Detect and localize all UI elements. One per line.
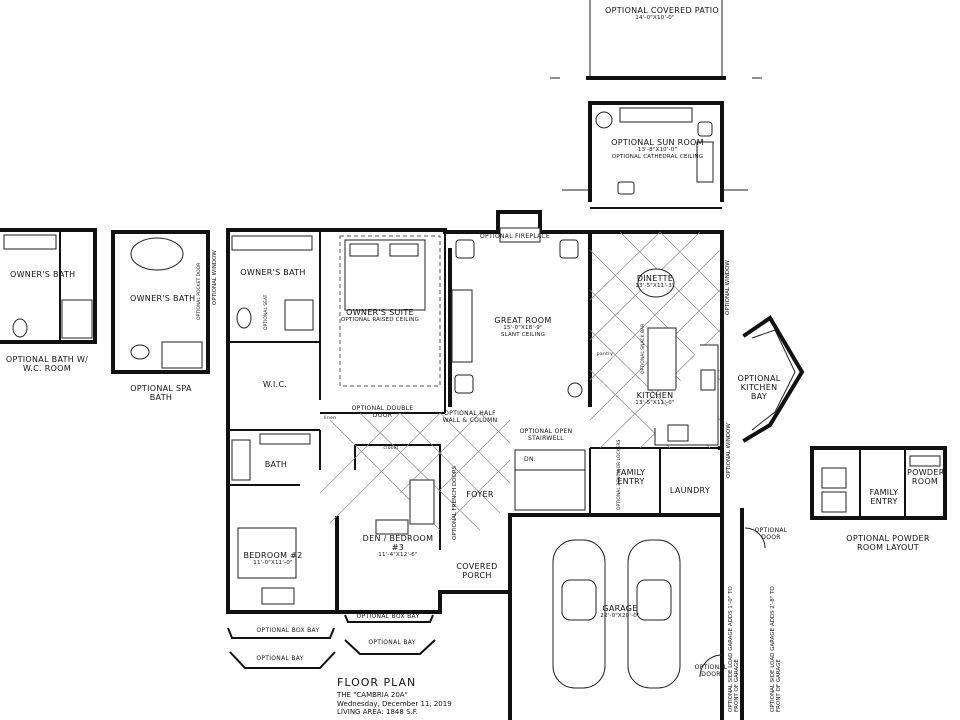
optional-bath-wc-outline xyxy=(0,228,97,344)
garage-name: GARAGE xyxy=(602,604,638,613)
owners-suite-label: OWNER'S SUITE OPTIONAL RAISED CEILING xyxy=(330,308,430,324)
laundry-label: LAUNDRY xyxy=(669,486,711,495)
optional-spa-bath-outline xyxy=(111,230,210,374)
den-name: DEN / BEDROOM #3 xyxy=(362,534,434,553)
garage-label: GARAGE 22'-0"x20'-0" xyxy=(585,604,655,620)
family-entry-label: FAMILY ENTRY xyxy=(616,468,646,487)
patio-name: OPTIONAL COVERED PATIO xyxy=(605,6,720,15)
bay-1-note: OPTIONAL BAY xyxy=(256,655,304,662)
plan-area: LIVING AREA: 1848 S.F. xyxy=(337,707,418,716)
closet-label: closet xyxy=(383,446,399,451)
den-dims: 11'-4"x12'-6" xyxy=(378,552,418,559)
powder-room-label: POWDER ROOM xyxy=(907,468,945,487)
dinette-name: DINETTE xyxy=(636,274,674,283)
bay-2-note: OPTIONAL BAY xyxy=(368,639,416,646)
double-door-note: OPTIONAL DOUBLE DOOR xyxy=(351,405,414,419)
box-bay-1-note: OPTIONAL BOX BAY xyxy=(256,627,320,634)
title-block: FLOOR PLAN THE "CAMBRIA 20A" Wednesday, … xyxy=(337,676,452,716)
window-2-note: OPTIONAL WINDOW xyxy=(726,423,732,478)
window-1-note: OPTIONAL WINDOW xyxy=(725,260,731,315)
great-room-furniture xyxy=(451,227,583,398)
bedroom2-dims: 11'-0"x11'-0" xyxy=(253,560,293,567)
sun-room-label: OPTIONAL SUN ROOM 13'-8"x10'-0" OPTIONAL… xyxy=(610,138,705,160)
kitchen-counters xyxy=(654,344,719,446)
patio-outline xyxy=(550,0,762,80)
bedroom2-label: BEDROOM #2 11'-0"x11'-0" xyxy=(240,551,306,567)
covered-porch-label: COVERED PORCH xyxy=(456,562,498,581)
garage-dims: 22'-0"x20'-0" xyxy=(600,613,640,620)
great-room-label: GREAT ROOM 15'-0"x18'-9" SLANT CEILING xyxy=(478,316,568,338)
owners-bath-label: OWNER'S BATH xyxy=(240,268,306,277)
dinette-table xyxy=(637,268,677,391)
plan-date: Wednesday, December 11, 2019 xyxy=(337,699,452,708)
linen-label: linen xyxy=(323,416,337,421)
sun-room-outline xyxy=(562,101,748,209)
powder-layout-outline xyxy=(810,446,947,520)
door-2-note: OPTIONAL DOOR xyxy=(694,664,728,678)
plan-heading: FLOOR PLAN xyxy=(337,676,417,689)
den-label: DEN / BEDROOM #3 11'-4"x12'-6" xyxy=(358,534,438,559)
patio-dims: 14'-0"x10'-0" xyxy=(635,15,675,22)
seat-note: OPTIONAL SEAT xyxy=(264,294,269,330)
bedroom2-furniture xyxy=(237,527,297,605)
french-doors-note: OPTIONAL FRENCH DOORS xyxy=(452,465,458,540)
dinette-dims: 13'-5"x11'-3" xyxy=(635,283,675,290)
door-1-note: OPTIONAL DOOR xyxy=(754,527,788,541)
wic-label: W.I.C. xyxy=(262,380,288,389)
den-furniture xyxy=(375,479,435,535)
family-entry-alt-label: FAMILY ENTRY xyxy=(869,488,899,507)
dinette-label: DINETTE 13'-5"x11'-3" xyxy=(625,274,685,290)
box-bay-2-note: OPTIONAL BOX BAY xyxy=(356,613,420,620)
sun-room-dims: 13'-8"x10'-0" xyxy=(637,147,678,154)
great-room-name: GREAT ROOM xyxy=(494,316,552,325)
owners-bed xyxy=(339,235,441,387)
patio-label: OPTIONAL COVERED PATIO 14'-0"x10'-0" xyxy=(605,6,719,22)
garage-cars xyxy=(552,539,681,689)
pantry-label: pantry xyxy=(596,352,614,357)
owners-suite-name: OWNER'S SUITE xyxy=(346,308,414,317)
dn-label: DN. xyxy=(524,456,536,463)
kitchen-bay-caption: OPTIONAL KITCHEN BAY xyxy=(737,374,781,402)
owners-suite-note: OPTIONAL RAISED CEILING xyxy=(340,317,420,324)
optional-side-door xyxy=(699,508,766,720)
kitchen-dims: 13'-5"x11'-0" xyxy=(635,400,675,407)
house-walls xyxy=(226,210,724,720)
side-garage-2-note: OPTIONAL SIDE LOAD GARAGE ADDS 2'-8" TO … xyxy=(770,586,783,712)
bench-note: OPTIONAL BENCH OR LOCKERS xyxy=(617,439,622,510)
bath-fixtures xyxy=(231,235,314,481)
window-3-note: OPTIONAL WINDOW xyxy=(212,250,218,305)
open-stairwell-note: OPTIONAL OPEN STAIRWELL xyxy=(519,428,573,442)
snack-bar-note: OPTIONAL SNACK BAR xyxy=(641,323,646,374)
kitchen-label: KITCHEN 13'-5"x11'-0" xyxy=(625,391,685,407)
plan-model: THE "CAMBRIA 20A" xyxy=(337,691,408,700)
kitchen-bay-outline xyxy=(742,315,805,443)
front-bays xyxy=(227,614,436,669)
side-garage-1-note: OPTIONAL SIDE LOAD GARAGE ADDS 1'-0" TO … xyxy=(728,586,741,712)
foyer-label: FOYER xyxy=(466,490,494,499)
kitchen-name: KITCHEN xyxy=(636,391,674,400)
fireplace-note: OPTIONAL FIREPLACE xyxy=(480,233,550,240)
pocket-door-note: OPTIONAL POCKET DOOR xyxy=(197,262,202,320)
spa-bath-caption: OPTIONAL SPA BATH xyxy=(130,384,192,403)
sun-room-note: OPTIONAL CATHEDRAL CEILING xyxy=(611,153,704,160)
bath-label: BATH xyxy=(264,460,288,469)
half-wall-note: OPTIONAL HALF WALL & COLUMN xyxy=(442,410,498,424)
spa-bath-room-label: OWNER'S BATH xyxy=(130,294,196,303)
great-room-dims: 15'-0"x18'-9" xyxy=(503,325,543,332)
sun-room-name: OPTIONAL SUN ROOM xyxy=(611,138,704,147)
great-room-note: SLANT CEILING xyxy=(500,331,546,338)
bath-wc-room-label: OWNER'S BATH xyxy=(10,270,76,279)
powder-layout-caption: OPTIONAL POWDER ROOM LAYOUT xyxy=(846,534,930,553)
bath-wc-caption: OPTIONAL BATH W/ W.C. ROOM xyxy=(5,355,89,374)
bedroom2-name: BEDROOM #2 xyxy=(243,551,303,560)
